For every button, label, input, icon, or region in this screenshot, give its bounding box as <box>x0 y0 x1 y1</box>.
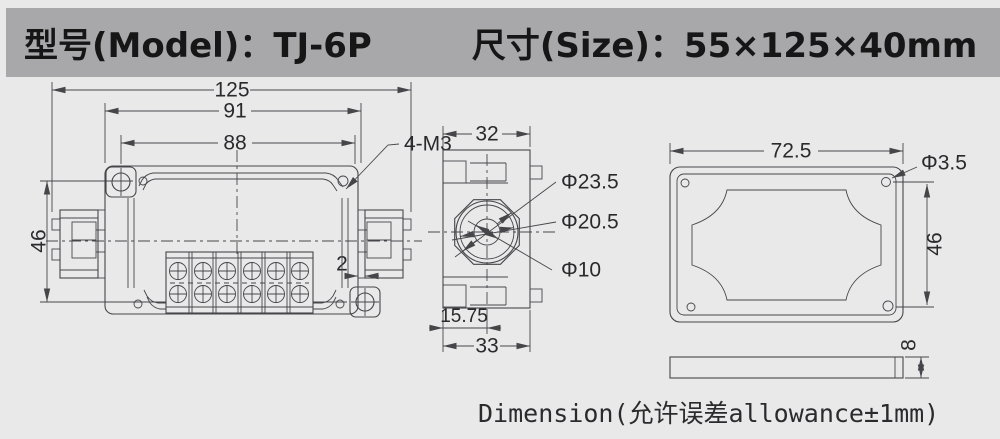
terminal-screw <box>243 262 261 280</box>
bottom-plate: 8 <box>669 339 929 379</box>
dim-side-width-label: 32 <box>475 123 498 146</box>
terminal-screw <box>267 262 285 280</box>
dim-mount-span-inner-label: 88 <box>223 132 246 155</box>
left-gasket-hatch <box>97 209 106 279</box>
terminal-screw <box>291 285 309 303</box>
terminal-screw <box>169 262 187 280</box>
size-label: 尺寸(Size)：55×125×40mm <box>471 26 978 66</box>
dia-23-5-label: Φ23.5 <box>561 171 619 194</box>
terminal-screw <box>194 262 212 280</box>
terminal-screw <box>267 285 285 303</box>
junction-box-body <box>46 150 422 318</box>
tolerance-note: Dimension(允许误差allowance±1mm) <box>478 399 940 428</box>
dia-10-label: Φ10 <box>561 259 601 282</box>
gland-callouts: Φ23.5 Φ20.5 Φ10 <box>451 171 619 282</box>
dim-overall-width: 125 <box>51 79 412 212</box>
right-gasket-hatch <box>357 209 366 279</box>
dim-mount-span-label: 91 <box>223 100 246 123</box>
dim-height-label: 46 <box>28 229 51 252</box>
dim-lid-width-label: 72.5 <box>771 140 812 163</box>
dim-gland-offset-label: 15.75 <box>440 306 488 327</box>
model-label: 型号(Model)：TJ-6P <box>24 26 372 66</box>
dim-plate-thickness-label: 8 <box>898 339 921 351</box>
terminal-screw <box>218 285 236 303</box>
dim-lid-height-label: 46 <box>924 232 947 255</box>
dim-mount-span-inner: 88 <box>120 132 356 164</box>
dim-depth-label: 33 <box>475 335 498 358</box>
thread-callout-label: 4-M3 <box>404 133 452 156</box>
title-bar: 型号(Model)：TJ-6P 尺寸(Size)：55×125×40mm <box>6 8 1000 77</box>
terminal-screw <box>243 285 261 303</box>
right-connector <box>357 209 412 279</box>
terminal-screw <box>194 285 212 303</box>
dia-3-5-label: Φ3.5 <box>921 152 967 175</box>
hole-callout: Φ3.5 <box>891 152 967 179</box>
dim-side-width: 32 <box>442 123 531 147</box>
dim-gland-offset: 15.75 <box>429 306 501 352</box>
thread-callout: 4-M3 <box>345 133 452 190</box>
dim-height: 46 <box>28 180 347 303</box>
terminal-block <box>165 251 314 314</box>
dim-lid-width: 72.5 <box>669 140 904 164</box>
side-view: 32 Φ23.5 <box>428 123 619 358</box>
dim-depth: 33 <box>443 310 531 358</box>
lid-body <box>669 166 904 323</box>
left-connector <box>51 209 106 279</box>
front-view: 125 91 88 46 4-M3 <box>28 79 452 318</box>
dim-overall-width-label: 125 <box>214 79 249 102</box>
terminal-screw <box>291 262 309 280</box>
terminal-screw <box>218 262 236 280</box>
dim-lid-height: 46 <box>893 181 947 308</box>
dia-20-5-label: Φ20.5 <box>561 211 619 234</box>
dim-mount-span: 91 <box>104 100 362 163</box>
terminal-screw <box>169 285 187 303</box>
top-view: 72.5 Φ3.5 46 8 <box>669 140 967 379</box>
